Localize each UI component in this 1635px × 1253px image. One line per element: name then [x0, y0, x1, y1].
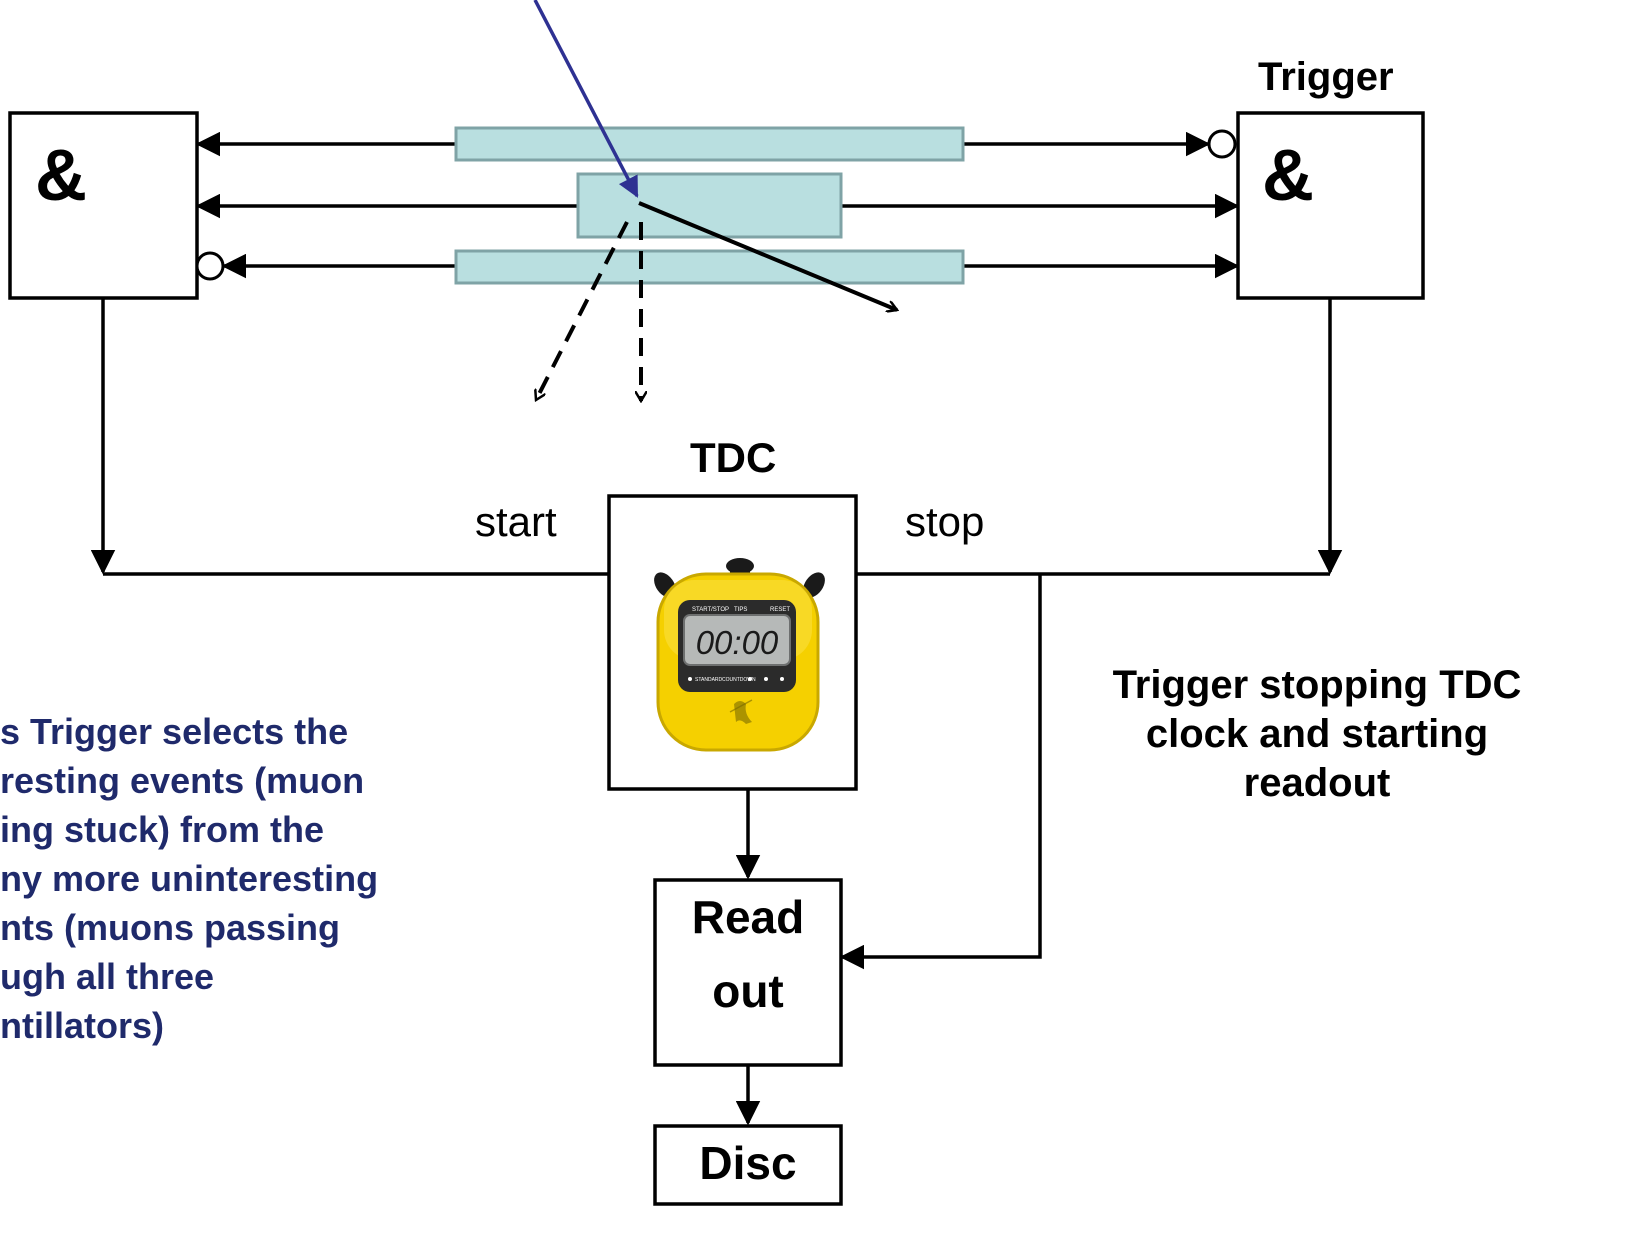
- stopwatch-button-start: START/STOP: [692, 607, 729, 613]
- tdc-title: TDC: [690, 434, 776, 481]
- selection-note-line-7: ntillators): [0, 1005, 164, 1046]
- trigger-title: Trigger: [1258, 55, 1394, 99]
- right-inverter-circle: [1207, 129, 1237, 159]
- trigger-note-line-1: Trigger stopping TDC: [1113, 663, 1522, 707]
- scintillator-bottom: [454, 249, 965, 285]
- scintillator-top: [454, 126, 965, 162]
- dashed-track-diagonal: [536, 221, 629, 400]
- left-and-gate: &: [8, 111, 225, 300]
- selection-note-line-1: s Trigger selects the: [0, 711, 348, 752]
- timing-lines: [90, 298, 1343, 1126]
- disc-label: Disc: [699, 1137, 796, 1189]
- scintillator-middle: [576, 172, 843, 239]
- selection-note-line-2: resting events (muon: [0, 760, 364, 801]
- decay-electron-track: [638, 201, 897, 310]
- selection-note-line-6: ugh all three: [0, 956, 214, 997]
- readout-block: Read out: [653, 878, 843, 1067]
- trigger-note-line-2: clock and starting: [1146, 712, 1488, 756]
- stop-label: stop: [905, 498, 984, 545]
- stopwatch-display: 00:00: [696, 624, 779, 661]
- trigger-note: Trigger stopping TDC clock and starting …: [1113, 663, 1522, 805]
- tdc-block: TDC start stop START/STOP TIPS RESET 00:…: [475, 434, 984, 791]
- trigger-note-line-3: readout: [1244, 761, 1391, 805]
- selection-note-line-5: nts (muons passing: [0, 907, 340, 948]
- stopwatch-mode-standard: STANDARD: [695, 677, 723, 683]
- left-inverter-circle: [195, 251, 225, 281]
- start-label: start: [475, 498, 557, 545]
- signal-lines: [195, 131, 1240, 279]
- left-and-symbol: &: [35, 136, 87, 216]
- selection-note-line-4: ny more uninteresting: [0, 858, 378, 899]
- readout-label-line2: out: [712, 965, 784, 1017]
- stopwatch-mode-countdown: COUNTDOWN: [722, 677, 756, 683]
- selection-note-line-3: ing stuck) from the: [0, 809, 324, 850]
- disc-block: Disc: [653, 1124, 843, 1206]
- stopwatch-button-tips: TIPS: [734, 607, 747, 613]
- right-and-gate: Trigger &: [1207, 55, 1425, 300]
- particle-tracks: [533, 0, 897, 401]
- stopwatch-button-reset: RESET: [770, 607, 790, 613]
- right-and-symbol: &: [1262, 136, 1314, 216]
- selection-note: s Trigger selects the resting events (mu…: [0, 711, 378, 1046]
- incoming-muon-track: [533, 0, 639, 198]
- stopwatch-icon: START/STOP TIPS RESET 00:00 STANDARD COU…: [654, 558, 825, 752]
- readout-label-line1: Read: [692, 891, 804, 943]
- scintillators: [454, 126, 965, 285]
